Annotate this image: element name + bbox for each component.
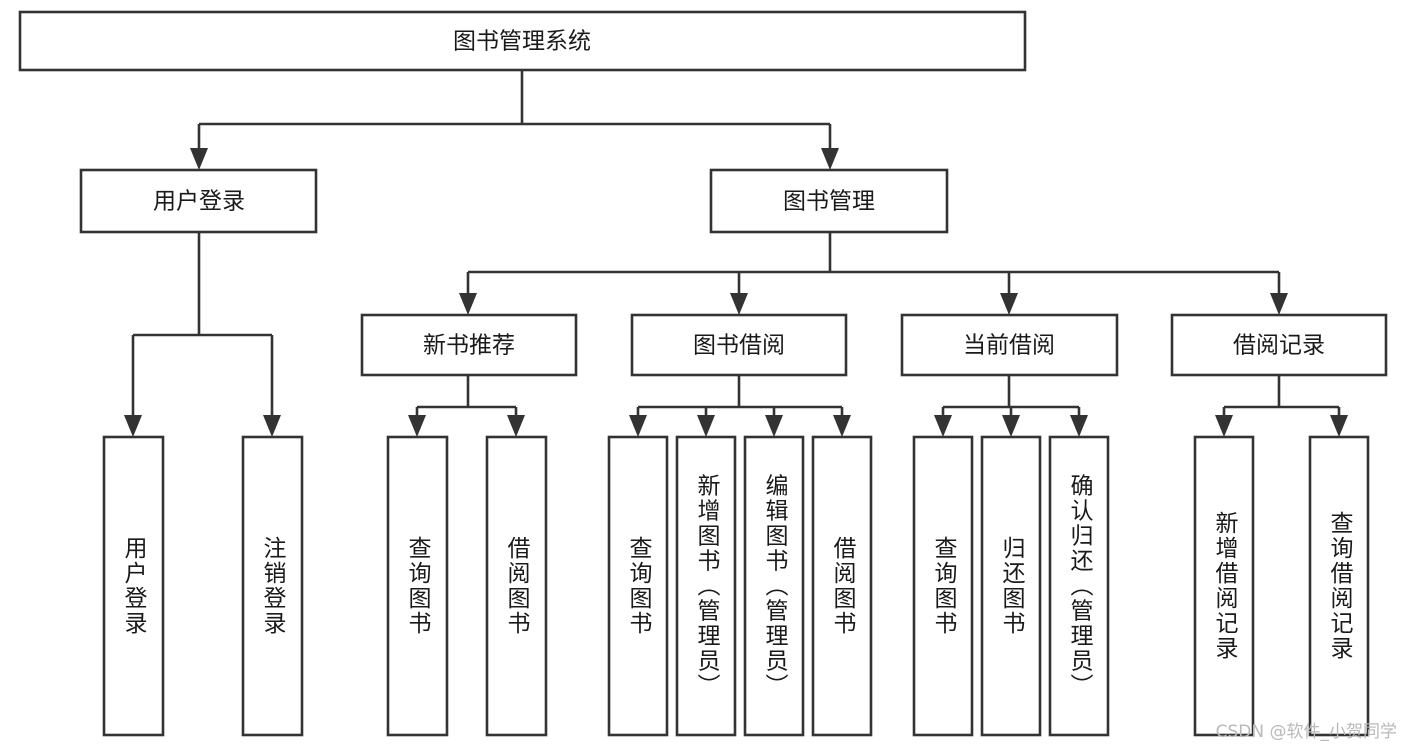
arrowhead-br-leaf-1: [1215, 415, 1233, 437]
connectors-new-book-to-leaves: [408, 375, 525, 437]
leaf-borrow-record-add[interactable]: 新增借阅记录: [1193, 435, 1255, 737]
leaf-user-login-signin-label: 用户登录: [120, 536, 148, 636]
node-root-label: 图书管理系统: [453, 29, 591, 55]
leaf-current-borrow-confirm-return[interactable]: 确认归还（管理员）: [1048, 435, 1110, 737]
connectors-borrow-record-to-leaves: [1215, 375, 1348, 437]
leaf-book-borrow-borrow[interactable]: 借阅图书: [811, 435, 873, 737]
leaf-book-borrow-edit[interactable]: 编辑图书（管理员）: [743, 435, 805, 737]
arrowhead-book-borrow: [730, 293, 748, 315]
connectors-user-login-to-leaves: [124, 232, 281, 437]
leaf-borrow-record-query-label: 查询借阅记录: [1326, 511, 1354, 661]
node-user-login-label: 用户登录: [153, 189, 245, 215]
leaf-book-borrow-query-rect: [607, 435, 669, 737]
node-new-book-recommend-label: 新书推荐: [423, 333, 515, 359]
connectors-book-borrow-to-leaves: [629, 375, 851, 437]
leaf-new-book-query-label: 查询图书: [404, 536, 432, 636]
leaf-user-login-signout-label: 注销登录: [259, 536, 287, 636]
arrowhead-ul-leaf-2: [263, 415, 281, 437]
arrowhead-bb-leaf-3: [765, 415, 783, 437]
leaf-current-borrow-return-label: 归还图书: [998, 536, 1026, 636]
node-current-borrow-rect: [900, 313, 1119, 377]
leaf-book-borrow-add[interactable]: 新增图书（管理员）: [675, 435, 737, 737]
arrowhead-book-manage: [821, 148, 839, 170]
leaf-book-borrow-edit-rect: [743, 435, 805, 737]
node-book-borrow-label: 图书借阅: [693, 333, 785, 359]
leaf-user-login-signin-rect: [102, 435, 165, 737]
connectors-book-manage-to-level3: [459, 232, 1288, 315]
node-user-login[interactable]: 用户登录: [79, 168, 318, 234]
leaf-new-book-borrow-rect: [485, 435, 548, 737]
node-borrow-record[interactable]: 借阅记录: [1170, 313, 1388, 377]
node-current-borrow-label: 当前借阅: [963, 333, 1055, 359]
leaf-new-book-query-rect: [386, 435, 449, 737]
leaf-book-borrow-add-label: 新增图书（管理员）: [693, 474, 721, 699]
leaf-book-borrow-query-label: 查询图书: [625, 536, 653, 636]
leaf-book-borrow-add-rect: [675, 435, 737, 737]
node-root-book-management-system[interactable]: 图书管理系统: [18, 10, 1027, 72]
node-book-management-label: 图书管理: [783, 189, 875, 215]
leaf-borrow-record-query-rect: [1308, 435, 1370, 737]
node-borrow-record-rect: [1170, 313, 1388, 377]
node-book-management[interactable]: 图书管理: [709, 168, 949, 234]
leaf-borrow-record-add-label: 新增借阅记录: [1211, 511, 1239, 661]
leaf-current-borrow-confirm-return-rect: [1048, 435, 1110, 737]
node-new-book-recommend[interactable]: 新书推荐: [360, 313, 578, 377]
node-new-book-recommend-rect: [360, 313, 578, 377]
node-borrow-record-label: 借阅记录: [1233, 333, 1325, 359]
node-user-login-rect: [79, 168, 318, 234]
arrowhead-cb-leaf-3: [1070, 415, 1088, 437]
arrowhead-ul-leaf-1: [124, 415, 142, 437]
leaf-user-login-signout[interactable]: 注销登录: [241, 435, 304, 737]
arrowhead-bb-leaf-4: [833, 415, 851, 437]
arrowhead-borrow-record: [1270, 293, 1288, 315]
arrowhead-cb-leaf-1: [934, 415, 952, 437]
leaf-new-book-query[interactable]: 查询图书: [386, 435, 449, 737]
node-current-borrow[interactable]: 当前借阅: [900, 313, 1119, 377]
node-book-management-rect: [709, 168, 949, 234]
leaf-user-login-signin[interactable]: 用户登录: [102, 435, 165, 737]
leaf-user-login-signout-rect: [241, 435, 304, 737]
leaf-book-borrow-query[interactable]: 查询图书: [607, 435, 669, 737]
csdn-watermark: CSDN @软件_小贺同学: [1215, 722, 1397, 742]
leaf-current-borrow-query-rect: [912, 435, 974, 737]
arrowhead-cb-leaf-2: [1002, 415, 1020, 437]
leaf-new-book-borrow[interactable]: 借阅图书: [485, 435, 548, 737]
leaf-book-borrow-edit-label: 编辑图书（管理员）: [761, 474, 789, 699]
connectors-current-borrow-to-leaves: [934, 375, 1088, 437]
leaf-current-borrow-return-rect: [980, 435, 1042, 737]
arrowhead-nb-leaf-1: [408, 415, 426, 437]
arrowhead-new-book: [459, 293, 477, 315]
arrowhead-bb-leaf-2: [697, 415, 715, 437]
node-book-borrow-rect: [630, 313, 848, 377]
leaf-book-borrow-borrow-label: 借阅图书: [829, 536, 857, 636]
leaf-current-borrow-confirm-return-label: 确认归还（管理员）: [1066, 474, 1094, 699]
leaf-current-borrow-return[interactable]: 归还图书: [980, 435, 1042, 737]
arrowhead-current-borrow: [1000, 293, 1018, 315]
leaf-book-borrow-borrow-rect: [811, 435, 873, 737]
leaf-current-borrow-query-label: 查询图书: [930, 536, 958, 636]
node-root-rect: [18, 10, 1027, 72]
leaf-new-book-borrow-label: 借阅图书: [503, 536, 531, 636]
arrowhead-br-leaf-2: [1330, 415, 1348, 437]
node-book-borrow[interactable]: 图书借阅: [630, 313, 848, 377]
arrowhead-nb-leaf-2: [507, 415, 525, 437]
leaf-borrow-record-add-rect: [1193, 435, 1255, 737]
connectors-root-to-level2: [190, 70, 839, 170]
leaf-borrow-record-query[interactable]: 查询借阅记录: [1308, 435, 1370, 737]
leaf-current-borrow-query[interactable]: 查询图书: [912, 435, 974, 737]
arrowhead-bb-leaf-1: [629, 415, 647, 437]
arrowhead-user-login: [190, 148, 208, 170]
